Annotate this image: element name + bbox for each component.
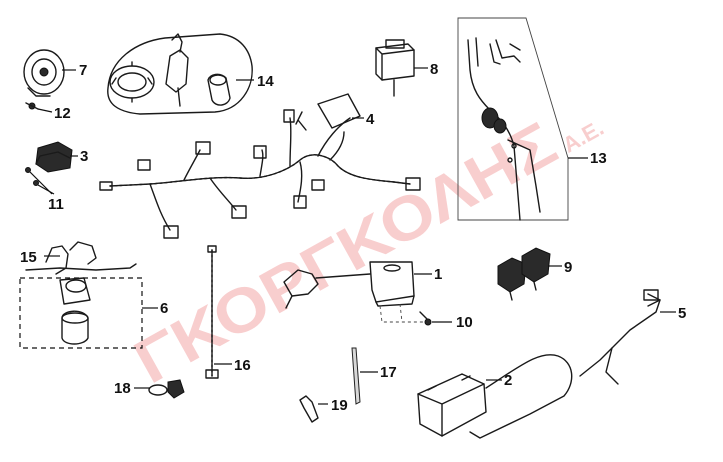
wiring-harness [99,109,421,239]
callout-2: 2 [504,372,512,389]
callout-9: 9 [564,259,572,276]
callout-6: 6 [160,300,168,317]
callout-4: 4 [366,111,375,128]
watermark: ΓΚΟΡΓΚΟΛΗΣ Α.Ε. [123,109,608,397]
bolt-part-12 [25,102,53,113]
screw-part-10 [419,311,452,326]
relay-part-3 [35,141,78,173]
cable-tie-part-17 [351,347,378,405]
callout-16: 16 [234,357,251,374]
wire-strip-part-16 [205,245,232,379]
callout-5: 5 [678,305,686,322]
callout-8: 8 [430,61,438,78]
callout-17: 17 [380,364,397,381]
horn-part [23,49,76,97]
screws-part-11 [25,167,55,195]
cdi-part-4 [295,93,364,131]
watermark-text: ΓΚΟΡΓΚΟΛΗΣ [123,109,568,397]
callout-14: 14 [257,73,274,90]
relays-part-9 [497,247,562,301]
ignition-switch-part-14 [107,33,254,115]
callout-1: 1 [434,266,442,283]
callout-18: 18 [114,380,131,397]
callout-3: 3 [80,148,88,165]
battery-part-2 [417,354,573,439]
callout-15: 15 [20,249,37,266]
callout-13: 13 [590,150,607,167]
flasher-relay-part-8 [375,39,428,97]
battery-cable-part-5 [579,289,676,385]
fuel-pump-part-6 [19,241,158,349]
bulb-part-19 [299,395,328,423]
callout-11: 11 [48,196,64,213]
callout-7: 7 [79,62,87,79]
callout-10: 10 [456,314,473,331]
cable-set-part-13 [457,17,588,221]
grommet-part-18 [134,379,185,399]
ignition-coil-part-1 [283,261,432,323]
callout-12: 12 [54,105,71,122]
callout-19: 19 [331,397,348,414]
